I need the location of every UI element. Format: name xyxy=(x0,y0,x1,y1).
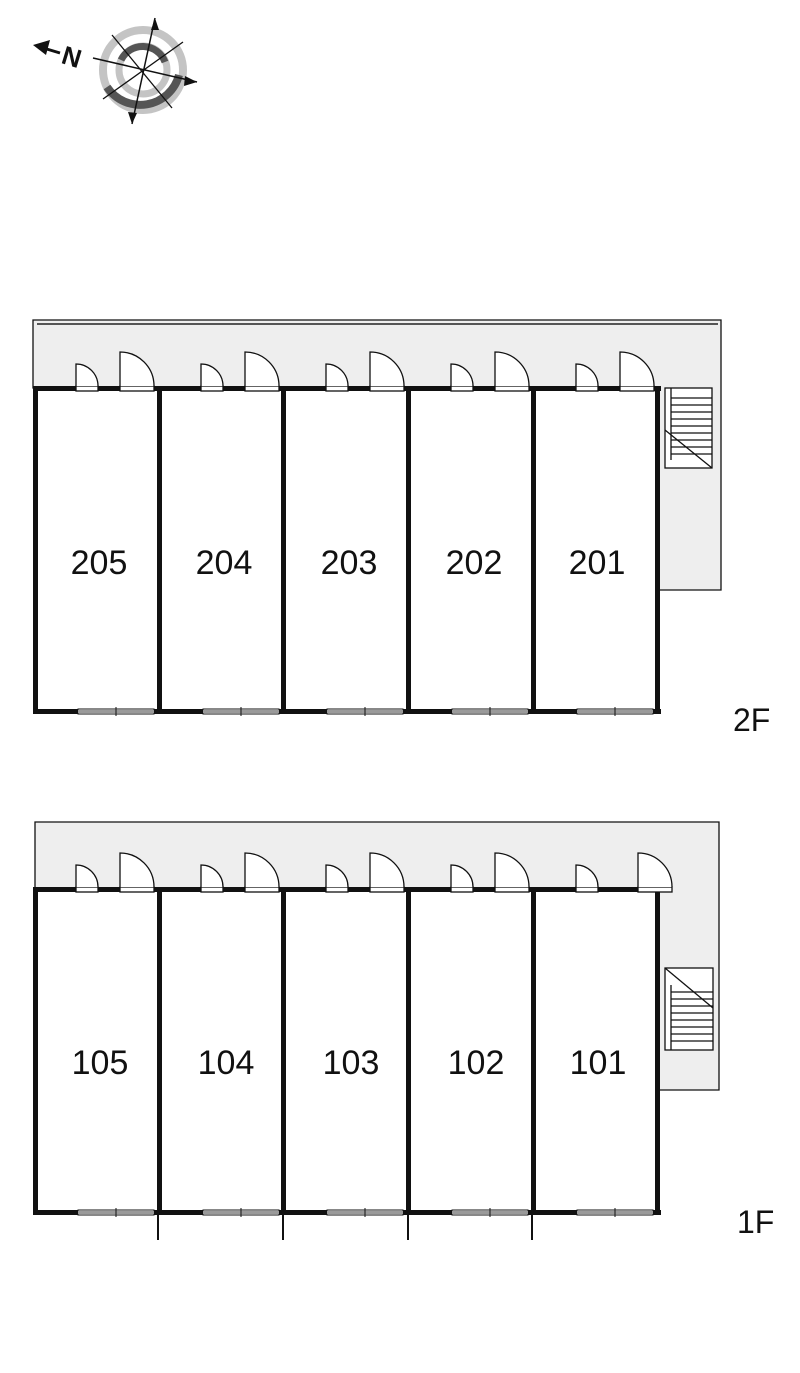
floor-2f-label: 2F xyxy=(733,702,770,738)
windows xyxy=(77,1208,654,1217)
unit-103-label: 103 xyxy=(323,1044,380,1082)
unit-105-label: 105 xyxy=(72,1044,129,1082)
unit-203-label: 203 xyxy=(321,544,378,582)
staircase xyxy=(664,387,713,469)
windows xyxy=(77,707,654,716)
unit-104-label: 104 xyxy=(198,1044,255,1082)
unit-202-label: 202 xyxy=(446,544,503,582)
floor-2f: 205 204 203 202 201 2F xyxy=(32,319,770,738)
doors xyxy=(75,351,655,392)
unit-205-label: 205 xyxy=(71,544,128,582)
unit-101-label: 101 xyxy=(570,1044,627,1082)
compass-rose-icon xyxy=(92,17,198,125)
floor-1f-label: 1F xyxy=(737,1204,774,1240)
staircase xyxy=(664,967,714,1051)
unit-204-label: 204 xyxy=(196,544,253,582)
north-arrow: N xyxy=(33,40,85,74)
unit-102-label: 102 xyxy=(448,1044,505,1082)
doors xyxy=(75,852,673,893)
unit-201-label: 201 xyxy=(569,544,626,582)
floor-1f: 105 104 103 102 101 1F xyxy=(33,821,774,1240)
north-label: N xyxy=(58,40,85,74)
